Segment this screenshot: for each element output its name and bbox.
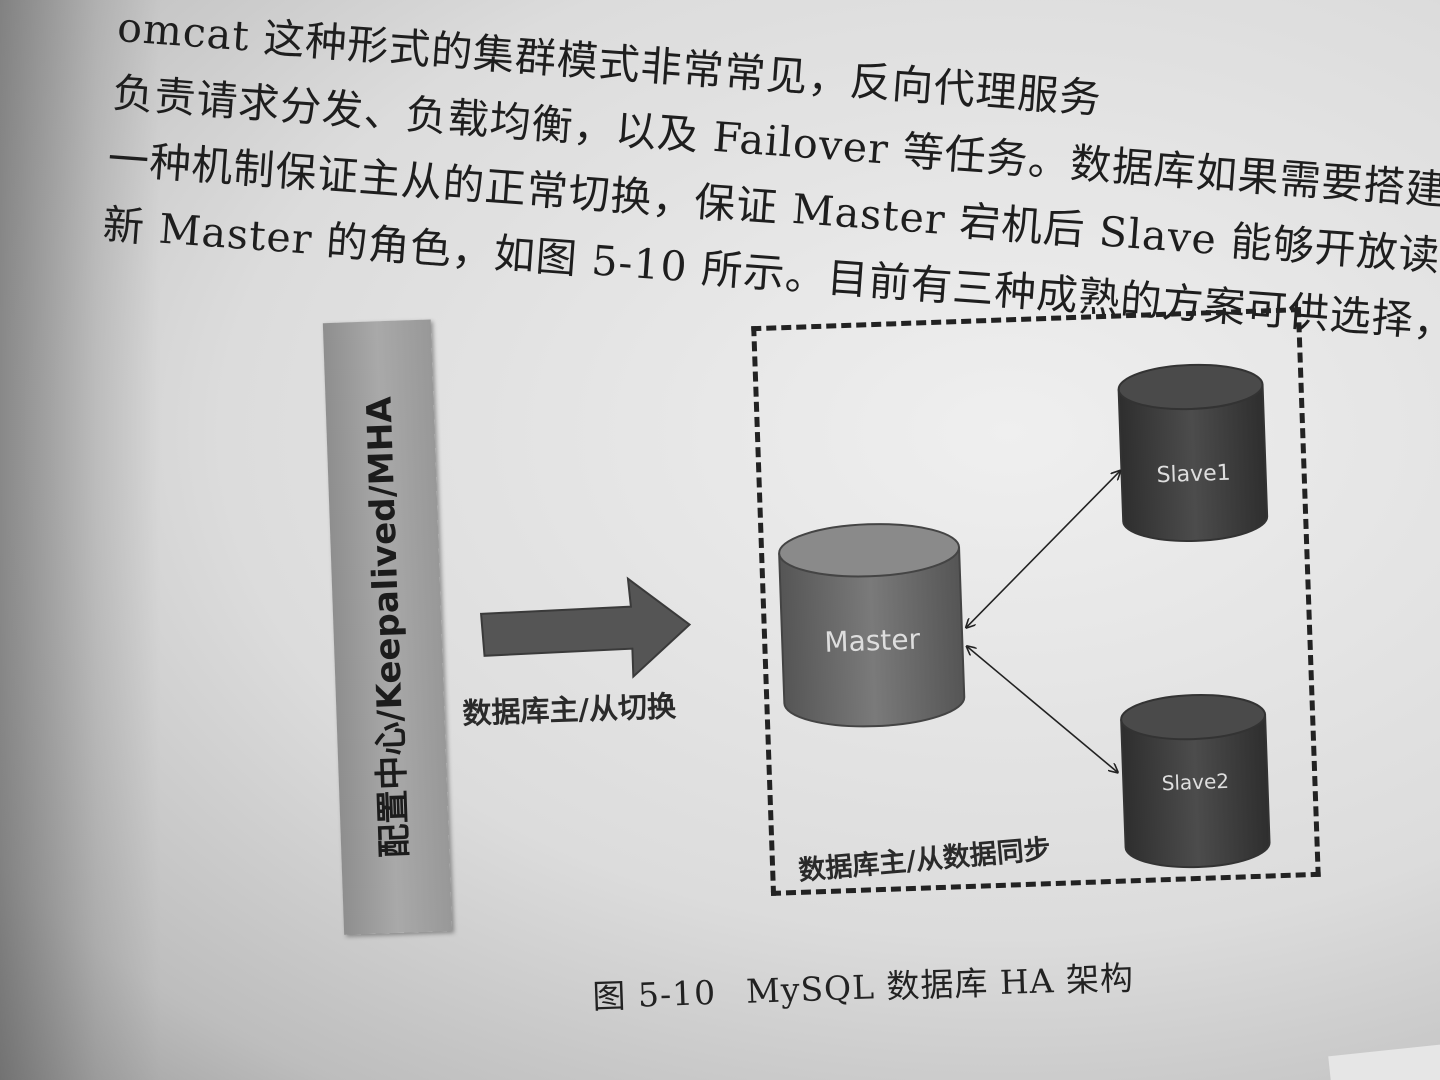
next-page-corner: [1328, 1043, 1440, 1080]
slave1-label: Slave1: [1156, 461, 1231, 489]
switch-arrow: [479, 576, 692, 679]
master-label: Master: [824, 623, 921, 659]
master-db-icon: Master: [778, 523, 966, 728]
caption-title: MySQL 数据库 HA 架构: [745, 958, 1135, 1011]
db-cluster-boundary: [751, 307, 1321, 896]
page-shadow: [0, 0, 160, 1080]
diagram-svg: Master Slave1 Slave2: [479, 363, 1271, 869]
slave2-db-icon: Slave2: [1120, 693, 1271, 869]
figure-caption: 图 5-10 MySQL 数据库 HA 架构: [592, 950, 1165, 1018]
sync-line-slave2: [968, 642, 1117, 777]
caption-number: 图 5-10: [591, 972, 717, 1017]
figure-5-10: 配置中心/Keepalived/MHA: [300, 262, 1424, 1020]
slave1-db-icon: Slave1: [1117, 363, 1269, 543]
sync-line-slave1: [962, 472, 1125, 627]
slave2-label: Slave2: [1161, 769, 1229, 795]
